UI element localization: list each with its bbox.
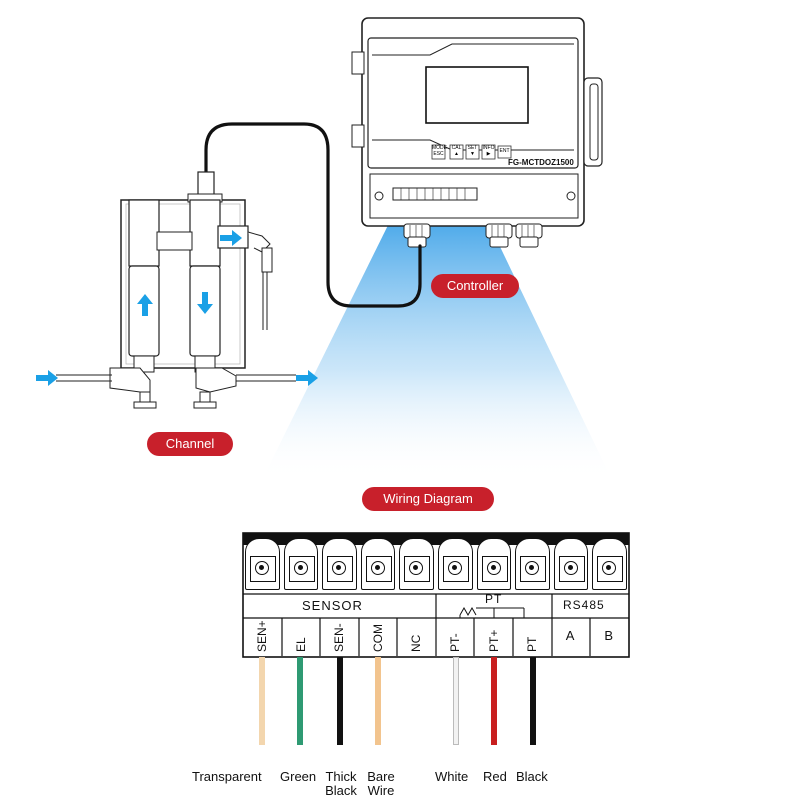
terminal-screw-icon: [327, 556, 354, 582]
terminal-label: SEN+: [255, 620, 269, 652]
terminal-label: A: [565, 628, 575, 643]
wire-caption: White: [435, 769, 469, 784]
pt-group-label: PT: [485, 592, 503, 606]
terminal-screw-icon: [404, 556, 431, 582]
controller-button-mode: MODE ESC: [432, 145, 447, 157]
wire: [453, 657, 459, 745]
terminal-screw-icon: [597, 556, 624, 582]
terminal-screw-icon: [443, 556, 469, 582]
flow-arrow-outlet-icon: [296, 370, 318, 386]
sensor-group-label: SENSOR: [302, 598, 363, 613]
wire-caption: Transparent: [192, 769, 262, 784]
controller-model-label: FG-MCTDOZ1500: [508, 158, 574, 167]
wire: [530, 657, 536, 745]
terminal-label: SEN-: [332, 623, 347, 652]
terminal-label: EL: [293, 637, 308, 652]
button-bottom-label: ESC: [433, 151, 444, 157]
terminal-label: B: [604, 628, 614, 643]
button-top-label: SET: [467, 145, 478, 151]
terminal-label: NC: [409, 634, 424, 652]
terminal-screw-icon: [365, 556, 392, 582]
wire: [259, 657, 265, 745]
wire: [297, 657, 303, 745]
wire-caption: Green: [280, 769, 317, 784]
wire: [491, 657, 497, 745]
button-bottom-label: ▶: [486, 151, 491, 157]
wire-caption: Red: [483, 769, 507, 784]
rs485-group-label: RS485: [563, 598, 605, 612]
controller-button-set: SET ▼: [466, 145, 479, 157]
controller-button-info: INFO ▶: [482, 145, 495, 157]
wire: [375, 657, 381, 745]
button-bottom-label: ENT: [499, 148, 510, 154]
terminal-label: PT+: [486, 629, 501, 652]
wire-caption: Bare Wire: [367, 769, 395, 798]
flow-arrow-up-icon: [137, 294, 153, 316]
wire-caption: Thick Black: [325, 769, 357, 798]
button-top-label: CAL: [451, 145, 462, 151]
terminal-screw-icon: [481, 556, 508, 582]
flow-arrow-inlet-icon: [36, 370, 58, 386]
terminal-screw-icon: [520, 556, 547, 582]
controller-label-pill: Controller: [431, 274, 519, 298]
button-bottom-label: ▲: [454, 151, 459, 157]
wiring-diagram-label-pill: Wiring Diagram: [362, 487, 494, 511]
terminal-screw-icon: [558, 556, 585, 582]
controller-button-cal: CAL ▲: [450, 145, 463, 157]
terminal-label: COM: [370, 624, 385, 652]
terminal-label: PT: [525, 636, 540, 652]
wire-caption: Black: [516, 769, 548, 784]
button-top-label: INFO: [482, 145, 495, 151]
terminal-screw-icon: [288, 556, 315, 582]
flow-arrow-sideport-icon: [220, 230, 242, 246]
terminal-label: PT-: [448, 633, 462, 652]
button-top-label: MODE: [432, 145, 447, 151]
controller-button-ent: ENT: [498, 148, 511, 154]
channel-label-pill: Channel: [147, 432, 233, 456]
wire: [337, 657, 343, 745]
button-bottom-label: ▼: [470, 151, 475, 157]
terminal-screw-icon: [250, 556, 276, 582]
flow-arrow-down-icon: [197, 292, 213, 314]
